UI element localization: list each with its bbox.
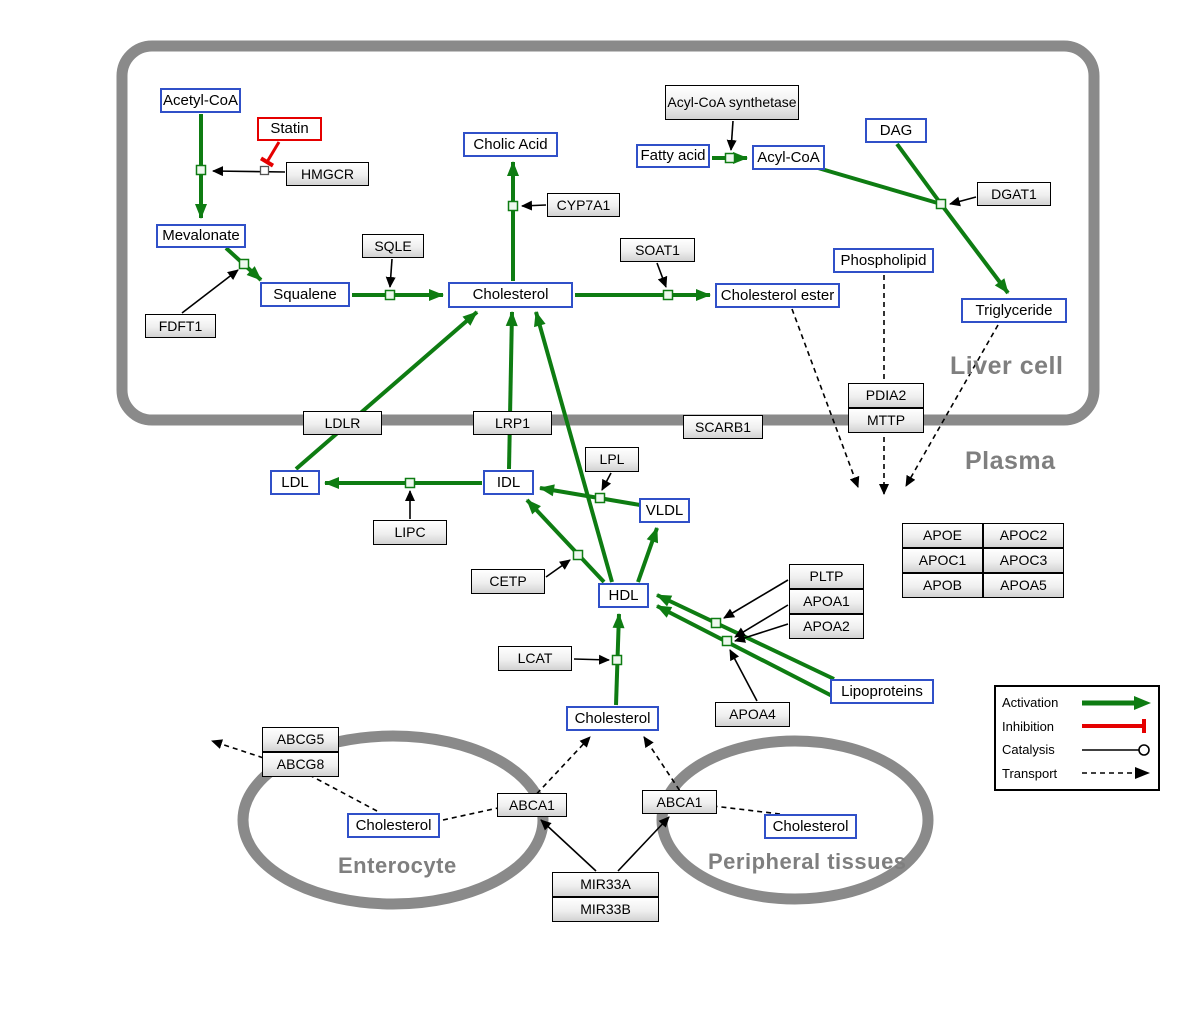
metabolite-fatty-acid[interactable]: Fatty acid bbox=[636, 144, 710, 168]
plasma-label: Plasma bbox=[965, 447, 1056, 475]
gene-mir33a[interactable]: MIR33A bbox=[552, 872, 659, 897]
inhibition-edge bbox=[259, 141, 281, 168]
liver-cell-label: Liver cell bbox=[950, 352, 1064, 380]
legend-inhibition-label: Inhibition bbox=[1002, 718, 1055, 734]
metabolite-phospholipid[interactable]: Phospholipid bbox=[833, 248, 934, 273]
gene-apoe[interactable]: APOE bbox=[902, 523, 983, 548]
metabolite-hdl[interactable]: HDL bbox=[598, 583, 649, 608]
legend-transport-label: Transport bbox=[1002, 765, 1058, 781]
metabolite-cholesterol-plasma[interactable]: Cholesterol bbox=[566, 706, 659, 731]
gene-soat1[interactable]: SOAT1 bbox=[620, 238, 695, 262]
gene-apoc3[interactable]: APOC3 bbox=[983, 548, 1064, 573]
gene-apoa5[interactable]: APOA5 bbox=[983, 573, 1064, 598]
gene-apob[interactable]: APOB bbox=[902, 573, 983, 598]
gene-cyp7a1[interactable]: CYP7A1 bbox=[547, 193, 620, 217]
gene-cetp[interactable]: CETP bbox=[471, 569, 545, 594]
gene-abca1-left[interactable]: ABCA1 bbox=[497, 793, 567, 817]
metabolite-mevalonate[interactable]: Mevalonate bbox=[156, 224, 246, 248]
metabolite-vldl[interactable]: VLDL bbox=[639, 498, 690, 523]
metabolite-dag[interactable]: DAG bbox=[865, 118, 927, 143]
liver-cell-membrane bbox=[116, 40, 1100, 426]
legend-row-inhibition: Inhibition bbox=[1002, 716, 1152, 736]
gene-lcat[interactable]: LCAT bbox=[498, 646, 572, 671]
gene-apoc1[interactable]: APOC1 bbox=[902, 548, 983, 573]
legend-catalysis-label: Catalysis bbox=[1002, 742, 1055, 758]
gene-mir33b[interactable]: MIR33B bbox=[552, 897, 659, 922]
metabolite-cholesterol-enterocyte[interactable]: Cholesterol bbox=[347, 813, 440, 838]
metabolite-idl[interactable]: IDL bbox=[483, 470, 534, 495]
legend-activation-label: Activation bbox=[1002, 695, 1059, 711]
gene-apoa2[interactable]: APOA2 bbox=[789, 614, 864, 639]
peripheral-tissues-label: Peripheral tissues bbox=[708, 849, 907, 874]
gene-ldlr[interactable]: LDLR bbox=[303, 411, 382, 435]
gene-pltp[interactable]: PLTP bbox=[789, 564, 864, 589]
gene-lipc[interactable]: LIPC bbox=[373, 520, 447, 545]
transport-dashed-arrow-icon bbox=[1082, 767, 1150, 780]
gene-abcg8[interactable]: ABCG8 bbox=[262, 752, 339, 777]
metabolite-cholesterol-liver[interactable]: Cholesterol bbox=[448, 282, 573, 308]
metabolite-squalene[interactable]: Squalene bbox=[260, 282, 350, 307]
gene-lpl[interactable]: LPL bbox=[585, 447, 639, 472]
gene-pdia2[interactable]: PDIA2 bbox=[848, 383, 924, 408]
legend-row-transport: Transport bbox=[1002, 763, 1152, 783]
gene-hmgcr[interactable]: HMGCR bbox=[286, 162, 369, 186]
metabolite-cholesterol-peripheral[interactable]: Cholesterol bbox=[764, 814, 857, 839]
legend-row-activation: Activation bbox=[1002, 693, 1152, 713]
metabolite-lipoproteins[interactable]: Lipoproteins bbox=[830, 679, 934, 704]
gene-fdft1[interactable]: FDFT1 bbox=[145, 314, 216, 338]
legend-row-catalysis: Catalysis bbox=[1002, 740, 1152, 760]
gene-mttp[interactable]: MTTP bbox=[848, 408, 924, 433]
gene-apoa1[interactable]: APOA1 bbox=[789, 589, 864, 614]
gene-abcg5[interactable]: ABCG5 bbox=[262, 727, 339, 752]
metabolite-ldl[interactable]: LDL bbox=[270, 470, 320, 495]
gene-abca1-right[interactable]: ABCA1 bbox=[642, 790, 717, 814]
metabolite-acyl-coa[interactable]: Acyl-CoA bbox=[752, 145, 825, 170]
gene-sqle[interactable]: SQLE bbox=[362, 234, 424, 258]
gene-lrp1[interactable]: LRP1 bbox=[473, 411, 552, 435]
gene-acyl-coa-synthetase[interactable]: Acyl-CoA synthetase bbox=[665, 85, 799, 120]
catalysis-circle-icon bbox=[1082, 743, 1150, 756]
legend: Activation Inhibition Catalysis Transpor… bbox=[994, 685, 1160, 791]
enterocyte-label: Enterocyte bbox=[338, 853, 457, 878]
statin-anchor-node bbox=[259, 165, 270, 176]
metabolite-triglyceride[interactable]: Triglyceride bbox=[961, 298, 1067, 323]
gene-scarb1[interactable]: SCARB1 bbox=[683, 415, 763, 439]
gene-dgat1[interactable]: DGAT1 bbox=[977, 182, 1051, 206]
drug-statin[interactable]: Statin bbox=[257, 117, 322, 141]
gene-apoc2[interactable]: APOC2 bbox=[983, 523, 1064, 548]
gene-apoa4[interactable]: APOA4 bbox=[715, 702, 790, 727]
activation-arrow-icon bbox=[1082, 695, 1151, 710]
metabolite-acetyl-coa[interactable]: Acetyl-CoA bbox=[160, 88, 241, 113]
metabolite-cholic-acid[interactable]: Cholic Acid bbox=[463, 132, 558, 157]
metabolite-cholesterol-ester[interactable]: Cholesterol ester bbox=[715, 283, 840, 308]
inhibition-tbar-icon bbox=[1082, 719, 1146, 734]
